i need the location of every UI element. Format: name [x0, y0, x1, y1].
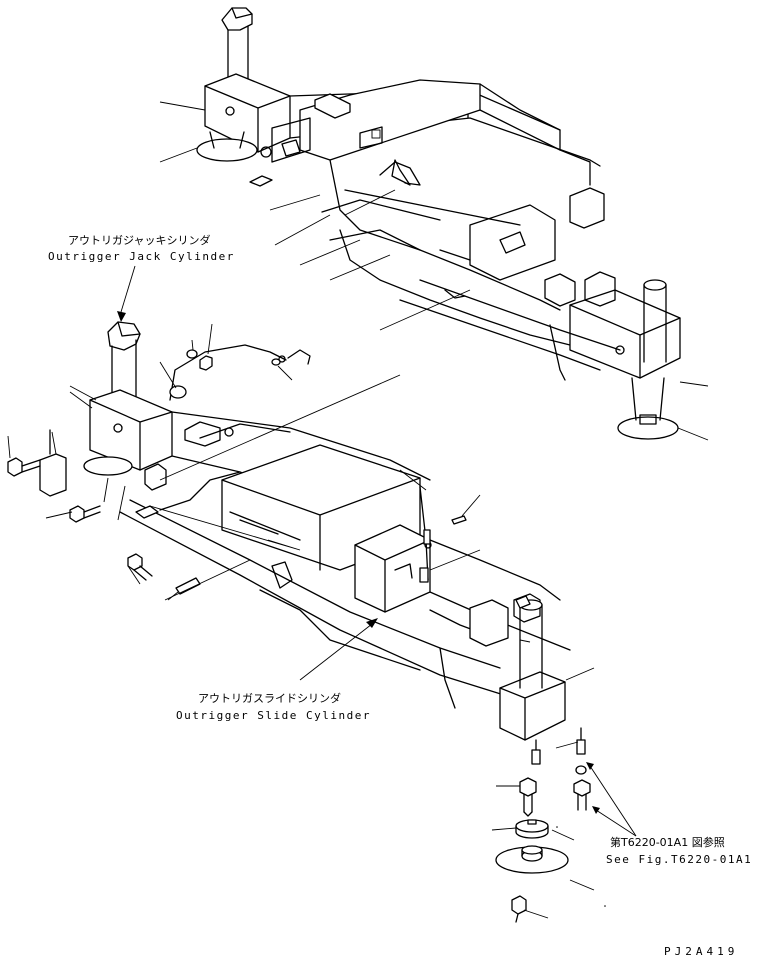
- lower-left-pad: [83, 456, 133, 476]
- slide-cylinder-label-jp: アウトリガスライドシリンダ: [198, 691, 341, 705]
- washer-right: [575, 765, 587, 775]
- lower-outrigger-assembly: [7, 321, 595, 765]
- bolt-left-1: [7, 457, 41, 477]
- outrigger-pad: [495, 845, 569, 874]
- lower-right-box: [499, 671, 566, 741]
- reference-label-en: See Fig.T6220-01A1: [606, 853, 752, 866]
- pipe-clamp: [169, 385, 187, 399]
- slide-cylinder-arrow: [299, 618, 378, 681]
- upper-left-pad: [196, 138, 258, 162]
- exploded-pad-parts: [491, 741, 637, 923]
- drawing-code: PJ2A419: [664, 945, 738, 958]
- jack-cylinder-label-en: Outrigger Jack Cylinder: [48, 250, 235, 263]
- mounting-bracket: [39, 453, 67, 497]
- bolt-lower-left: [127, 553, 153, 581]
- washer-left: [186, 349, 198, 359]
- upper-right-pad: [617, 416, 679, 440]
- bolt-left-2: [69, 505, 101, 523]
- slide-cylinder-label-en: Outrigger Slide Cylinder: [176, 709, 371, 722]
- upper-outrigger-assembly: [159, 7, 709, 441]
- grease-fitting: [511, 895, 527, 923]
- bolt-upper: [519, 777, 537, 817]
- split-ring: [515, 819, 549, 839]
- jack-cylinder-label-jp: アウトリガジャッキシリンダ: [68, 233, 210, 247]
- upper-right-jack-cylinder: [643, 279, 667, 363]
- jack-cylinder-arrow: [117, 265, 136, 322]
- reference-label-jp: 第T6220-01A1 図参照: [610, 835, 725, 849]
- bolt-right: [573, 779, 591, 811]
- pin-clip: [451, 515, 467, 525]
- pin-lower: [175, 577, 201, 595]
- nut-left: [199, 355, 213, 371]
